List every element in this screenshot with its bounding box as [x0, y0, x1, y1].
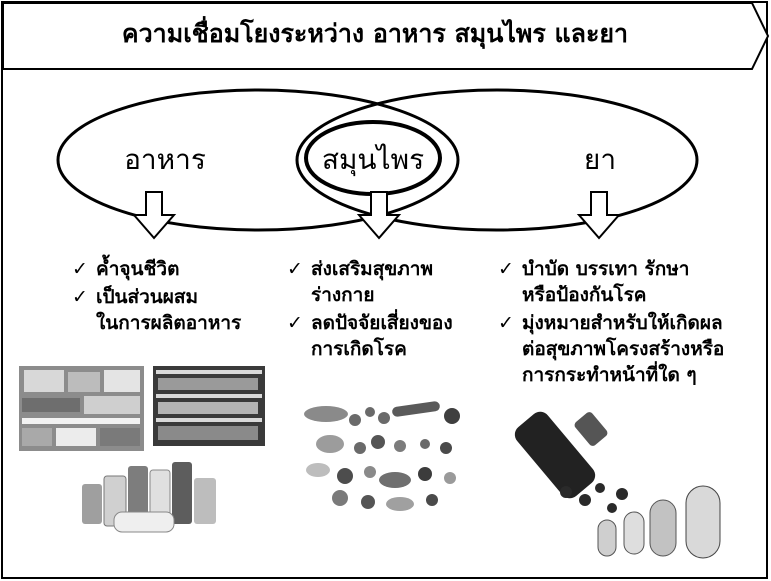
list-item: ✓ ค้ำจุนชีวิต [72, 256, 241, 282]
drug-benefits-list: ✓ บำบัด บรรเทา รักษา หรือป้องกันโรค ✓ มุ่ง… [498, 256, 724, 390]
list-item-text: มุ่งหมายสำหรับให้เกิดผล ต่อสุขภาพโครงสร้… [522, 312, 725, 386]
arrow-food [131, 191, 177, 240]
list-item-text: บำบัด บรรเทา รักษา หรือป้องกันโรค [522, 258, 690, 306]
checkmark-icon: ✓ [287, 258, 303, 280]
checkmark-icon: ✓ [498, 312, 514, 334]
herb-oval-label: สมุนไพร [321, 143, 425, 176]
list-item-text: เป็นส่วนผสม ในการผลิตอาหาร [96, 286, 242, 334]
arrow-herb [356, 191, 402, 240]
list-item-text: ส่งเสริมสุขภาพ ร่างกาย [311, 258, 433, 306]
drug-oval [295, 88, 699, 232]
list-item-text: ค้ำจุนชีวิต [96, 258, 180, 280]
arrow-drug [576, 191, 622, 240]
herb-benefits-list: ✓ ส่งเสริมสุขภาพ ร่างกาย ✓ ลดปัจจัยเสี่ยงข… [287, 256, 453, 364]
food-benefits-list: ✓ ค้ำจุนชีวิต ✓ เป็นส่วนผสม ในการผลิตอาหาร [72, 256, 241, 338]
checkmark-icon: ✓ [72, 286, 88, 308]
drug-oval-label: ยา [583, 143, 617, 176]
grocery-shelf-photo-right [153, 366, 265, 446]
herbs-spices-photo [304, 401, 460, 511]
title-banner [2, 2, 770, 70]
checkmark-icon: ✓ [287, 312, 303, 334]
list-item: ✓ ส่งเสริมสุขภาพ ร่างกาย [287, 256, 453, 308]
list-item: ✓ มุ่งหมายสำหรับให้เกิดผล ต่อสุขภาพโครงสร… [498, 310, 724, 388]
list-item-text: ลดปัจจัยเสี่ยงของ การเกิดโรค [311, 312, 453, 360]
grocery-shelf-photo-left [19, 366, 144, 451]
page-title: ความเชื่อมโยงระหว่าง อาหาร สมุนไพร และยา [121, 19, 629, 48]
food-oval-label: อาหาร [124, 143, 206, 176]
list-item: ✓ บำบัด บรรเทา รักษา หรือป้องกันโรค [498, 256, 724, 308]
checkmark-icon: ✓ [498, 258, 514, 280]
list-item: ✓ ลดปัจจัยเสี่ยงของ การเกิดโรค [287, 310, 453, 362]
food-oval [56, 88, 460, 232]
food-cans-photo [82, 462, 216, 533]
list-item: ✓ เป็นส่วนผสม ในการผลิตอาหาร [72, 284, 241, 336]
checkmark-icon: ✓ [72, 258, 88, 280]
pill-capsules-photo [514, 411, 721, 559]
